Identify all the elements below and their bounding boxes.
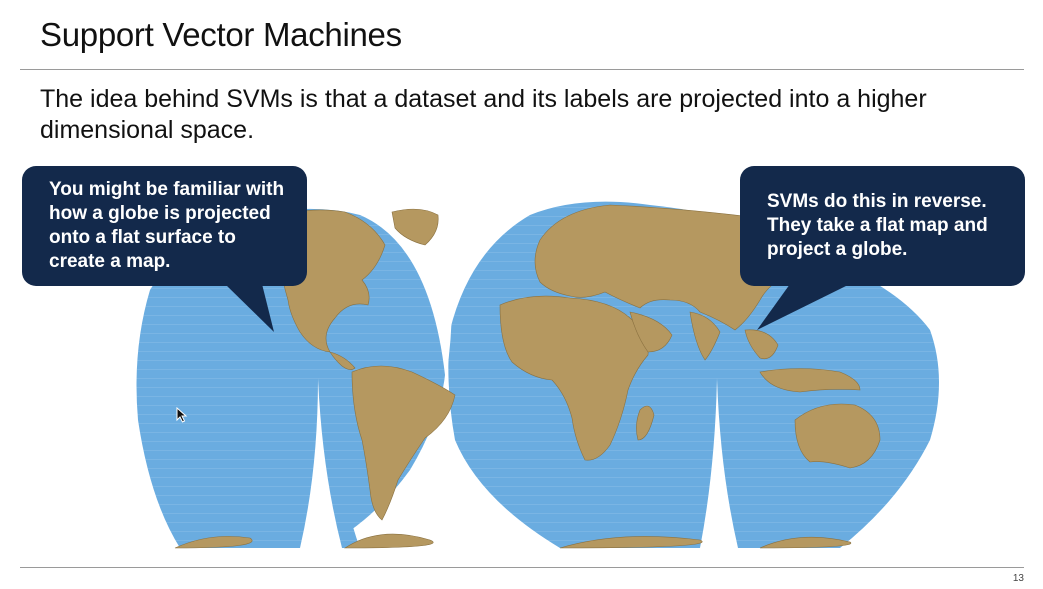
antarctica-west (174, 536, 253, 549)
left-callout: You might be familiar with how a globe i… (22, 166, 307, 286)
left-callout-text: You might be familiar with how a globe i… (49, 179, 285, 272)
right-callout-pointer (757, 284, 850, 330)
africa (499, 295, 649, 461)
left-callout-pointer (225, 284, 274, 332)
antarctica-far-east (759, 536, 852, 549)
antarctica-mid (343, 533, 434, 549)
slide-body-text: The idea behind SVMs is that a dataset a… (40, 85, 927, 144)
right-callout-text: SVMs do this in reverse. They take a fla… (767, 191, 988, 260)
south-america (351, 365, 456, 521)
indonesia (759, 368, 861, 393)
map-land (174, 204, 881, 549)
australia (794, 403, 881, 469)
slide-title: Support Vector Machines (40, 16, 402, 53)
title-divider (20, 69, 1024, 70)
arabia (629, 311, 673, 353)
mouse-pointer-icon (176, 407, 188, 423)
india (689, 311, 721, 361)
right-callout: SVMs do this in reverse. They take a fla… (740, 166, 1025, 286)
footer-divider (20, 567, 1024, 568)
page-number: 13 (1012, 573, 1024, 584)
map-interruptions (300, 300, 738, 589)
southeast-asia (744, 329, 779, 359)
madagascar (636, 405, 655, 441)
central-america (329, 351, 356, 370)
antarctica-east (559, 536, 703, 549)
greenland (391, 208, 439, 246)
